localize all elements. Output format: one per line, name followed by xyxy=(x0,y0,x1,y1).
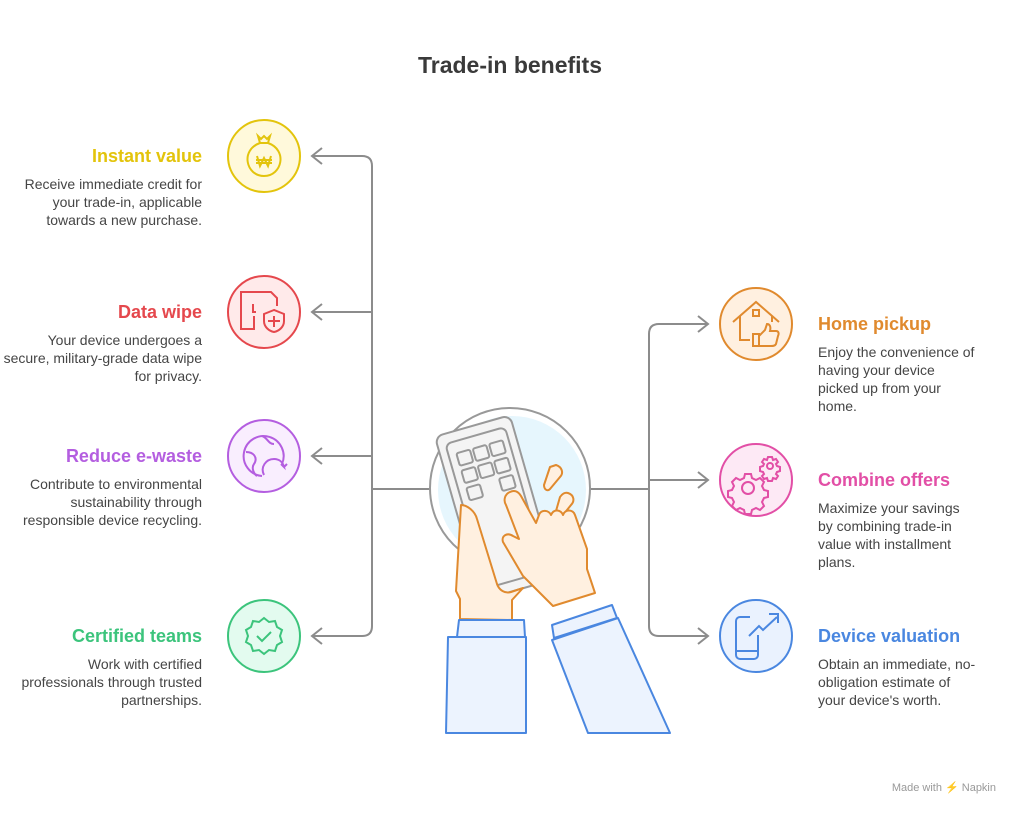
benefit-device-valuation: Device valuation Obtain an immediate, no… xyxy=(818,625,978,709)
file-shield-icon xyxy=(227,275,301,349)
money-bag-icon xyxy=(227,119,301,193)
diagram-title: Trade-in benefits xyxy=(417,52,603,78)
benefit-title: Home pickup xyxy=(818,314,932,334)
phone-trend-icon xyxy=(719,599,793,673)
globe-recycle-icon xyxy=(227,419,301,493)
napkin-credit: Made with ⚡ Napkin xyxy=(891,782,996,794)
benefit-title: Combine offers xyxy=(818,470,951,490)
benefit-reduce-e-waste: Reduce e-waste Contribute to environment… xyxy=(2,445,202,529)
benefit-title: Data wipe xyxy=(117,302,202,322)
benefit-home-pickup: Home pickup Enjoy the convenience of hav… xyxy=(818,313,978,415)
house-thumbs-up-icon xyxy=(719,287,793,361)
benefit-certified-teams: Certified teams Work with certified prof… xyxy=(2,625,202,709)
gears-icon xyxy=(719,443,793,517)
benefit-data-wipe: Data wipe Your device undergoes a secure… xyxy=(2,301,202,385)
benefit-description: Enjoy the convenience of having your dev… xyxy=(818,344,975,414)
connectors xyxy=(310,147,710,645)
benefit-description: Receive immediate credit for your trade-… xyxy=(24,176,202,228)
benefit-instant-value: Instant value Receive immediate credit f… xyxy=(2,145,202,229)
benefit-title: Device valuation xyxy=(818,626,961,646)
benefit-title: Certified teams xyxy=(71,626,202,646)
benefit-combine-offers: Combine offers Maximize your savings by … xyxy=(818,469,978,571)
benefit-description: Contribute to environmental sustainabili… xyxy=(23,476,202,528)
certified-badge-icon xyxy=(227,599,301,673)
benefit-description: Maximize your savings by combining trade… xyxy=(818,500,960,570)
benefit-title: Reduce e-waste xyxy=(65,446,202,466)
benefit-description: Your device undergoes a secure, military… xyxy=(3,332,202,384)
benefit-title: Instant value xyxy=(91,146,202,166)
hands-phone-illustration xyxy=(429,407,671,734)
benefit-description: Work with certified professionals throug… xyxy=(21,656,202,708)
benefit-description: Obtain an immediate, no-obligation estim… xyxy=(818,656,976,708)
